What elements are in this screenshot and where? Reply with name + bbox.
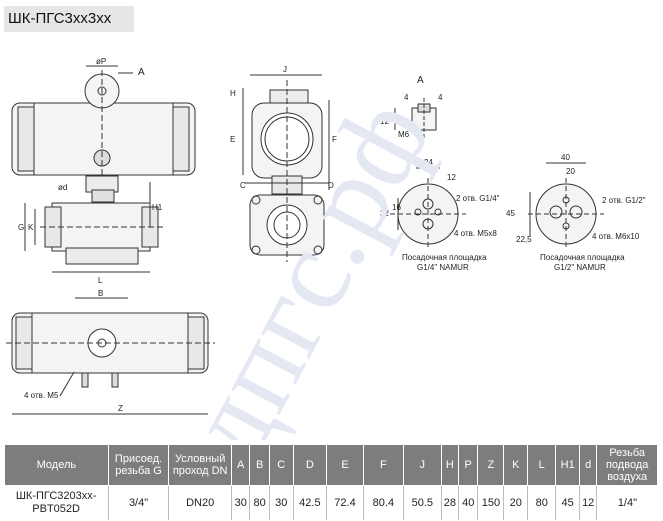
cell-h: 28 [441,485,460,520]
header-d-small: d [579,444,598,486]
spec-table-header-row: Модель Присоед. резьба G Условный проход… [4,444,658,486]
label-dim-c: C [240,181,246,190]
label-dim-g: G [18,223,24,232]
label-dim-h1: H1 [152,203,163,212]
label-dim-j: J [283,65,287,74]
label-namur14-12: 12 [447,173,456,182]
label-detail-4a: 4 [404,93,409,102]
header-model: Модель [4,444,109,486]
header-z: Z [477,444,505,486]
header-e: E [326,444,364,486]
cell-dn: DN20 [168,485,233,520]
label-namur12-caption1: Посадочная площадка [540,253,625,262]
namur-half-plate [528,162,604,250]
detail-a [394,98,437,140]
header-l: L [527,444,557,486]
cell-f: 80.4 [363,485,404,520]
cell-d-small: 12 [579,485,598,520]
header-k: K [503,444,529,486]
label-namur12-holes4: 4 отв. M6x10 [592,232,640,241]
label-dim-d: D [328,181,334,190]
header-f: F [362,444,404,486]
label-namur14-holes4: 4 отв. M5x8 [454,229,497,238]
label-dim-f: F [332,135,337,144]
cell-c: 30 [269,485,294,520]
label-dim-h: H [230,89,236,98]
technical-drawing: øP A ød H1 G K L J H E F C D B Z 4 отв. … [6,57,646,415]
cell-z: 150 [477,485,505,520]
cell-k: 20 [503,485,529,520]
cell-d: 42.5 [293,485,328,520]
cell-p: 40 [458,485,479,520]
label-namur14-16: 16 [392,203,401,212]
cell-j: 50.5 [403,485,442,520]
header-dn: Условный проход DN [168,444,233,486]
label-dim-e: E [230,135,235,144]
label-namur14-24: 24 [424,158,433,167]
side-view [242,74,330,262]
cell-model: ШК-ПГС3203хх-PBT052D [4,485,109,520]
cell-thread: 3/4" [108,485,170,520]
page-title: ШК-ПГС3хх3хх [4,6,134,32]
actuator-front [11,65,196,230]
cell-air-thread: 1/4" [617,496,638,509]
label-namur12-20: 20 [566,167,575,176]
top-view [6,297,215,415]
label-dim-z: Z [118,404,123,413]
header-thread: Присоед. резьба G [107,444,170,486]
valve-body-front [24,175,165,273]
header-d: D [292,444,328,486]
table-row: ШК-ПГС3203хх-PBT052D 3/4" DN20 30 80 30 … [4,485,658,520]
label-namur12-caption2: G1/2" NAMUR [554,263,606,272]
label-namur12-45: 45 [506,209,515,218]
label-stem-diameter: ød [58,183,67,192]
label-dim-l: L [98,276,103,285]
cell-b: 80 [249,485,270,520]
cell-a: 30 [231,485,251,520]
label-detail-a: A [417,75,424,86]
header-h1: H1 [555,444,581,486]
header-h: H [440,444,460,486]
label-dim-k: K [28,223,34,232]
label-namur12-holes2: 2 отв. G1/2" [602,196,646,205]
namur-quarter-plate [390,167,466,250]
header-b: B [249,444,270,486]
label-detail-ref: A [138,67,145,78]
label-namur12-225: 22,5 [516,235,532,244]
header-a: A [231,444,251,486]
label-detail-12: 12 [380,117,389,126]
label-namur14-caption2: G1/4" NAMUR [417,263,469,272]
label-namur14-32: 32 [380,209,389,218]
label-holes-m5: 4 отв. M5 [24,391,59,400]
header-c: C [268,444,294,486]
cell-h1: 45 [555,485,581,520]
cell-l: 80 [527,485,557,520]
header-air-thread: Резьба подвода воздуха [596,444,658,486]
label-detail-4b: 4 [438,93,443,102]
cell-e: 72.4 [326,485,364,520]
label-detail-m6: M6 [398,130,410,139]
label-namur14-caption1: Посадочная площадка [402,253,487,262]
header-p: P [457,444,479,486]
label-namur14-holes2: 2 отв. G1/4" [456,194,500,203]
label-namur12-40: 40 [561,153,570,162]
label-dim-b: B [98,289,103,298]
header-j: J [402,444,442,486]
spec-table: Модель Присоед. резьба G Условный проход… [4,444,658,520]
label-top-diameter: øP [96,57,106,66]
